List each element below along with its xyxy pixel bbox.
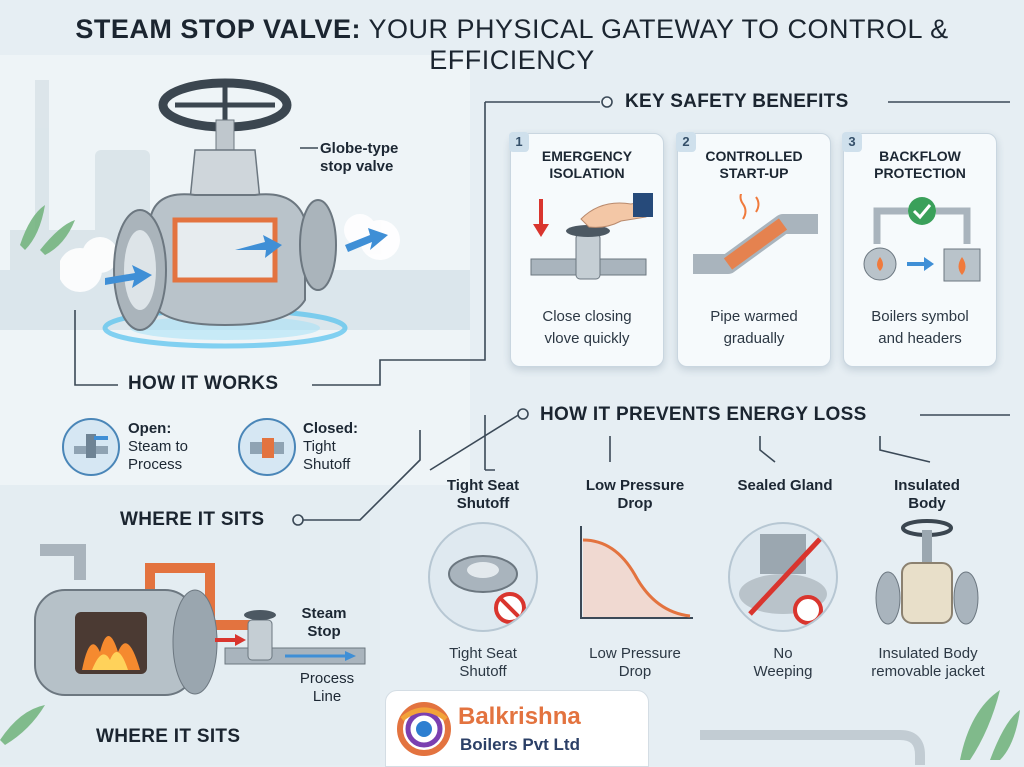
card-title: EMERGENCY ISOLATION: [541, 148, 633, 181]
card-text: Close closing vlove quickly: [542, 308, 632, 347]
balkrishna-logo-mark: [397, 702, 451, 756]
energy-item-caption: Tight Seat Shutoff: [449, 645, 517, 680]
company-logo: Balkrishna Boilers Pvt Ltd: [385, 690, 649, 767]
boiler-illustration: [34, 544, 366, 696]
card-number: 1: [509, 132, 529, 152]
sealed-gland-icon: [728, 522, 838, 632]
insulated-body-valve-icon: [875, 519, 979, 625]
safety-card-emergency-isolation: 1 EMERGENCY ISOLATION Close closing vlov…: [509, 132, 664, 367]
logo-subtitle: Boilers Pvt Ltd: [460, 735, 580, 754]
logo-name: Balkrishna: [458, 703, 581, 730]
where-it-sits-heading-bottom: WHERE IT SITS: [96, 726, 241, 747]
how-it-works-heading: HOW IT WORKS: [128, 373, 279, 394]
open-state-label: Open:Steam to Process: [128, 420, 189, 473]
energy-loss-heading: HOW IT PREVENTS ENERGY LOSS: [540, 404, 867, 425]
closed-state-label: Closed:Tight Shutoff: [303, 420, 359, 473]
valve-callout-label: Globe-type stop valve: [320, 140, 399, 175]
where-it-sits-heading: WHERE IT SITS: [120, 509, 265, 530]
safety-benefits-heading: KEY SAFETY BENEFITS: [625, 91, 849, 112]
warmed-pipe-icon: [693, 194, 818, 274]
open-state-icon: [62, 418, 120, 476]
safety-card-backflow-protection: 3 BACKFLOW PROTECTION Boilers symbol and…: [842, 132, 997, 367]
energy-item-title: Sealed Gland: [737, 477, 833, 494]
globe-valve-illustration: [60, 78, 400, 349]
card-number: 2: [676, 132, 696, 152]
card-number: 3: [842, 132, 862, 152]
card-text: Pipe warmed gradually: [710, 308, 798, 347]
safety-card-controlled-startup: 2 CONTROLLED START-UP Pipe warmed gradua…: [676, 132, 831, 367]
pressure-drop-curve-icon: [580, 526, 693, 619]
energy-item-caption: Low Pressure Drop: [589, 645, 681, 680]
energy-item-title: Insulated Body: [894, 477, 960, 512]
backflow-boilers-icon: [863, 197, 981, 282]
energy-item-caption: Insulated Body removable jacket: [871, 645, 985, 680]
hand-closing-valve-icon: [530, 193, 653, 280]
process-line-label: Process Line: [299, 670, 355, 705]
card-text: Boilers symbol and headers: [871, 308, 969, 347]
steam-stop-label: Steam Stop: [301, 605, 347, 640]
energy-item-title: Tight Seat Shutoff: [446, 477, 520, 512]
energy-item-title: Low Pressure Drop: [585, 477, 685, 512]
tight-seat-icon: [428, 522, 538, 632]
card-title: CONTROLLED START-UP: [705, 148, 803, 181]
card-title: BACKFLOW PROTECTION: [874, 148, 966, 181]
page-title: STEAM STOP VALVE: YOUR PHYSICAL GATEWAY …: [75, 14, 949, 75]
closed-state-icon: [238, 418, 296, 476]
energy-item-caption: No Weeping: [753, 645, 813, 680]
